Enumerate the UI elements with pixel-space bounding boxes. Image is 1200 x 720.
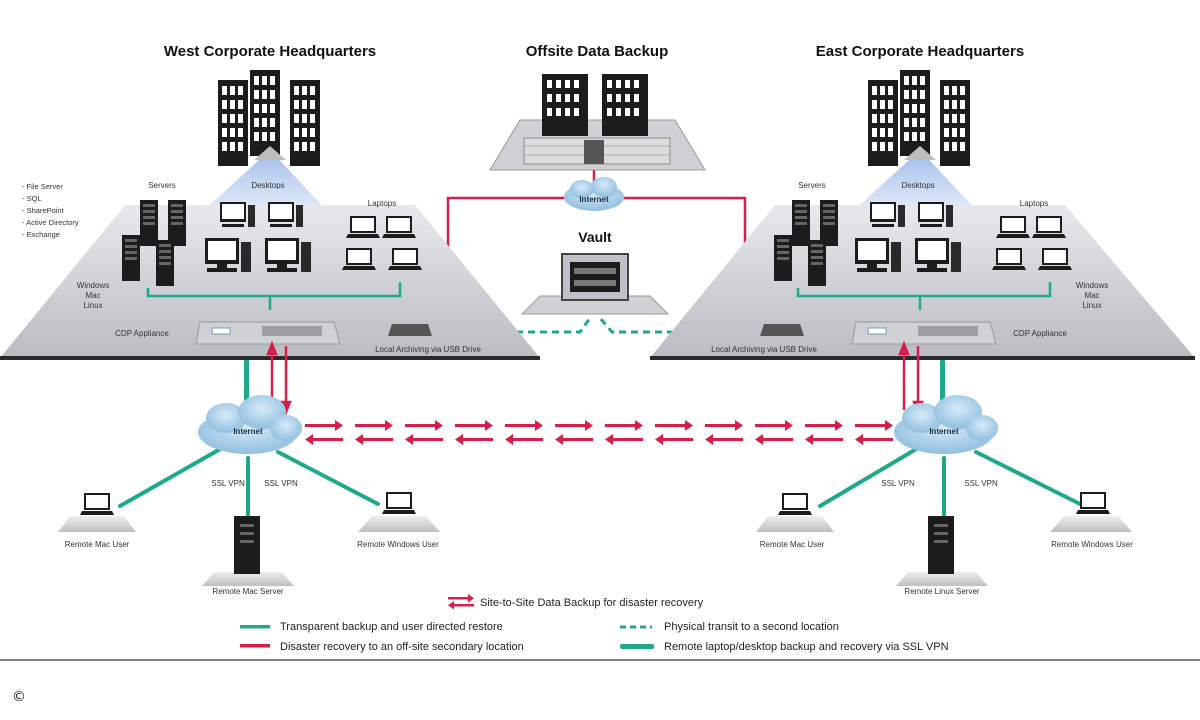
east-remote-network: Internet SSL VPN SSL VPN Remote Mac User… [756,395,1133,596]
arrow-row-bottom [305,434,893,445]
west-light-beam [200,150,330,214]
east-servers-label: Servers [798,181,826,190]
arrow-row-top [305,420,893,431]
offsite-title: Offsite Data Backup [526,43,669,60]
east-os-label-1: Windows [1076,281,1108,290]
west-remote-windows-label: Remote Windows User [357,540,439,549]
west-desktops-label: Desktops [251,181,284,190]
east-archiving-label: Local Archiving via USB Drive [711,345,817,354]
legend: Site-to-Site Data Backup for disaster re… [240,594,949,653]
west-os-label-1: Windows [77,281,109,290]
east-os-label-3: Linux [1082,301,1101,310]
east-remote-windows-label: Remote Windows User [1051,540,1133,549]
legend-transparent-label: Transparent backup and user directed res… [280,621,503,633]
offsite-internet-cloud: Internet [564,177,624,211]
east-light-beam [850,150,980,214]
west-remote-mac [58,493,136,532]
west-vpn-left-label: SSL VPN [211,479,245,488]
legend-site-to-site-icon [448,594,474,610]
west-services-list: - File Server - SQL - SharePoint - Activ… [22,182,79,239]
west-internet-label: Internet [233,427,263,436]
service-item: - Exchange [22,230,60,239]
east-remote-server-label: Remote Linux Server [904,587,979,596]
service-item: - File Server [22,182,63,191]
vault-device [520,253,670,315]
east-remote-server [896,516,988,586]
west-headquarters: West Corporate Headquarters [0,43,540,360]
service-item: - Active Directory [22,218,79,227]
service-item: - SharePoint [22,206,65,215]
east-usb-drive [760,324,804,336]
east-vpn-left-label: SSL VPN [881,479,915,488]
east-buildings [868,70,970,166]
east-remote-mac [756,493,834,532]
east-desktops-label: Desktops [901,181,934,190]
east-vpn-right-label: SSL VPN [964,479,998,488]
west-usb-drive [388,324,432,336]
west-vpn-right-label: SSL VPN [264,479,298,488]
east-os-label-2: Mac [1084,291,1099,300]
vault-label: Vault [578,229,612,245]
west-archiving-label: Local Archiving via USB Drive [375,345,481,354]
west-internet-cloud: Internet [198,395,302,454]
west-remote-server [202,516,294,586]
east-cdp-label: CDP Appliance [1013,329,1067,338]
west-cdp-label: CDP Appliance [115,329,169,338]
east-remote-mac-label: Remote Mac User [760,540,825,549]
east-laptops-label: Laptops [1020,199,1048,208]
legend-physical-label: Physical transit to a second location [664,621,839,633]
west-remote-server-label: Remote Mac Server [212,587,283,596]
west-os-label-3: Linux [83,301,102,310]
copyright-icon: © [12,689,26,705]
west-remote-mac-label: Remote Mac User [65,540,130,549]
legend-disaster-icon [240,644,270,648]
site-to-site-arrows [305,420,893,445]
offsite-internet-label: Internet [579,195,609,204]
west-remote-windows [358,492,440,532]
legend-transparent-icon [240,625,270,629]
service-item: - SQL [22,194,42,203]
east-hq-title: East Corporate Headquarters [816,43,1024,60]
legend-site-to-site-label: Site-to-Site Data Backup for disaster re… [480,597,704,609]
west-hq-title: West Corporate Headquarters [164,43,376,60]
east-internet-cloud: Internet [894,395,998,454]
west-servers-label: Servers [148,181,176,190]
west-buildings [218,70,320,166]
east-headquarters: East Corporate Headquarters [650,43,1195,360]
west-os-label-2: Mac [85,291,100,300]
west-laptops-label: Laptops [368,199,396,208]
legend-disaster-label: Disaster recovery to an off-site seconda… [280,641,524,653]
legend-remote-label: Remote laptop/desktop backup and recover… [664,641,949,653]
east-remote-windows [1050,492,1132,532]
west-cdp-appliance [195,321,341,345]
legend-remote-icon [620,644,654,649]
offsite-backup: Offsite Data Backup Internet [489,43,706,315]
east-internet-label: Internet [929,427,959,436]
offsite-buildings [542,74,648,164]
west-remote-network: Internet SSL VPN SSL VPN Remote Mac User… [58,395,440,596]
east-cdp-appliance [851,321,997,345]
